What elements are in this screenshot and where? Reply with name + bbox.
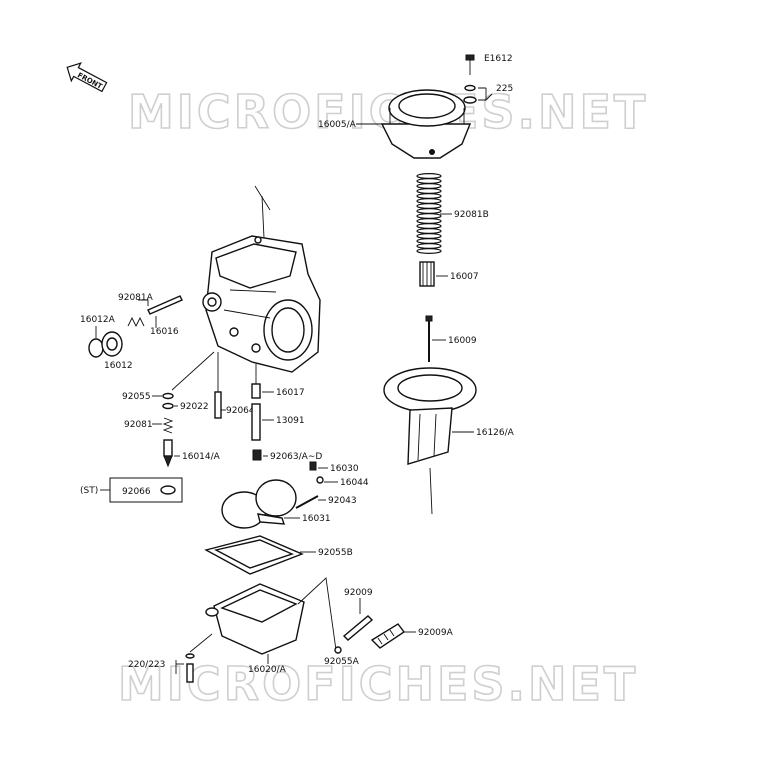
label-92081: 92081 [124,420,153,430]
float-bowl [205,583,305,655]
spring-coil [416,183,442,190]
ref-code: E1612 [484,54,513,64]
spring-coil [416,248,442,255]
mixture-knob [88,331,123,358]
needle-holder [419,261,435,287]
label-16016: 16016 [150,327,179,337]
spring-coil [416,173,442,180]
label-92064: 92064 [226,406,255,416]
spring-coil [416,188,442,195]
label-92009: 92009 [344,588,373,598]
label-16012a: 16012A [80,315,116,325]
label-92081b: 92081B [454,210,489,220]
spring-coil [416,178,442,185]
label-16009: 16009 [448,336,477,346]
spring-coil [416,193,442,200]
spring-coil [416,208,442,215]
label-92055b: 92055B [318,548,353,558]
top-screw [463,54,477,104]
carburetor-body [202,235,321,373]
float-valve [163,439,173,468]
spring-92081b [416,173,442,255]
label-92063: 92063/A∼D [270,452,322,462]
label-16014a: 16014/A [182,452,221,462]
label-92066: 92066 [122,487,151,497]
spring-coil [416,223,442,230]
float-assembly [221,479,297,529]
spring-coil [416,238,442,245]
label-16126a: 16126/A [476,428,515,438]
label-16031: 16031 [302,514,331,524]
spring-coil [416,218,442,225]
carb-top-cover [380,89,472,159]
spring-coil [416,198,442,205]
label-16012: 16012 [104,361,133,371]
spring-coil [416,228,442,235]
spring-coil [416,243,442,250]
label-16020a: 16020/A [248,665,287,675]
label-16007: 16007 [450,272,479,282]
spring-coil [416,213,442,220]
label-92055: 92055 [122,392,151,402]
drain-screw [370,623,406,649]
watermark-bottom: MICROFICHES.NET [118,657,638,711]
label-225: 225 [496,84,513,94]
label-92022: 92022 [180,402,209,412]
label-16030: 16030 [330,464,359,474]
label-92055a: 92055A [324,657,360,667]
label-220-223: 220/223 [128,660,165,670]
label-13091: 13091 [276,416,305,426]
label-16044: 16044 [340,478,369,488]
jet-needle [425,315,433,362]
label-92043: 92043 [328,496,357,506]
label-92009a: 92009A [418,628,454,638]
label-16017: 16017 [276,388,305,398]
pilot-screw [127,295,183,328]
label-92081a: 92081A [118,293,154,303]
vacuum-piston [383,367,477,465]
front-arrow-icon: FRONT [66,62,108,93]
spring-coil [416,203,442,210]
label-16005a: 16005/A [318,120,357,130]
spring-coil [416,233,442,240]
label-st: (ST) [80,486,98,496]
